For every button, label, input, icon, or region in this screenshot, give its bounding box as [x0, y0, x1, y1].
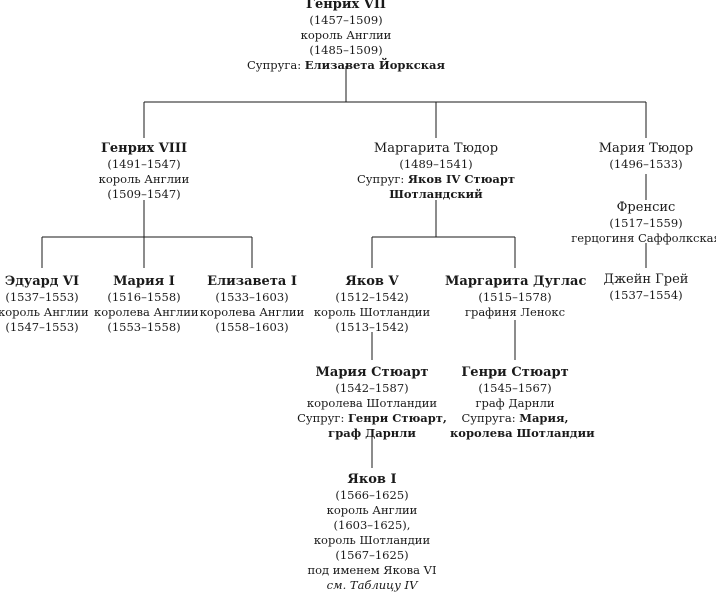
spouse-label: Супруга:	[461, 411, 520, 425]
reign-years: (1509–1547)	[107, 187, 181, 201]
tree-connectors	[41, 66, 647, 468]
node-edward-vi: Эдуард VI (1537–1553) король Англии (154…	[0, 274, 89, 335]
spouse-line: Супруга: Елизавета Йоркская	[226, 58, 466, 73]
spouse-name: Елизавета Йоркская	[304, 58, 445, 72]
node-margaret-douglas: Маргарита Дуглас (1515–1578) графиня Лен…	[445, 274, 587, 320]
person-name: Яков V	[345, 274, 399, 289]
spouse-line: Супруга: Мария,	[450, 411, 580, 426]
regnal-alias: под именем Якова VI	[307, 563, 437, 577]
node-henry-stuart: Генри Стюарт (1545–1567) граф Дарнли Суп…	[450, 365, 595, 441]
reign-years: (1547–1553)	[5, 320, 79, 334]
node-mary-i: Мария I (1516–1558) королева Англии (155…	[94, 274, 199, 335]
royal-title: королева Шотландии	[306, 396, 438, 410]
life-years: (1489–1541)	[399, 157, 473, 171]
person-name: Эдуард VI	[4, 274, 80, 289]
royal-title: граф Дарнли	[475, 396, 555, 410]
reign-years: (1603–1625),	[333, 518, 411, 532]
life-years: (1496–1533)	[609, 157, 683, 171]
spouse-name-cont: граф Дарнли	[328, 426, 416, 440]
royal-title: королева Англии	[199, 305, 305, 319]
node-mary-stuart: Мария Стюарт (1542–1587) королева Шотлан…	[297, 365, 447, 441]
person-name: Мария Стюарт	[315, 365, 429, 380]
life-years: (1491–1547)	[107, 157, 181, 171]
life-years: (1515–1578)	[478, 290, 552, 304]
royal-title-2: король Шотландии	[313, 533, 431, 547]
life-years: (1533–1603)	[215, 290, 289, 304]
node-james-i: Яков I (1566–1625) король Англии (1603–1…	[302, 472, 442, 593]
spouse-line: Супруг: Генри Стюарт,	[297, 411, 447, 426]
person-name: Генрих VIII	[100, 141, 188, 156]
node-henry-viii: Генрих VIII (1491–1547) король Англии (1…	[64, 141, 224, 202]
spouse-name: Генри Стюарт,	[347, 411, 447, 425]
spouse-line: Супруг: Яков IV Стюарт	[346, 172, 526, 187]
life-years: (1566–1625)	[335, 488, 409, 502]
royal-title: графиня Ленокс	[464, 305, 566, 319]
person-name: Елизавета I	[207, 274, 297, 289]
person-name: Мария I	[113, 274, 175, 289]
royal-title: король Англии	[326, 503, 418, 517]
node-mary-tudor: Мария Тюдор (1496–1533)	[576, 141, 716, 172]
person-name: Маргарита Тюдор	[373, 141, 499, 156]
spouse-name-cont: королева Шотландии	[450, 426, 595, 440]
reign-years: (1485–1509)	[309, 43, 383, 57]
life-years: (1517–1559)	[609, 216, 683, 230]
spouse-name: Яков IV Стюарт	[407, 172, 516, 186]
node-elizabeth-i: Елизавета I (1533–1603) королева Англии …	[198, 274, 306, 335]
royal-title: король Шотландии	[313, 305, 431, 319]
person-name: Джейн Грей	[603, 272, 689, 287]
node-james-v: Яков V (1512–1542) король Шотландии (151…	[307, 274, 437, 335]
spouse-name: Мария,	[519, 411, 569, 425]
life-years: (1542–1587)	[335, 381, 409, 395]
person-name: Маргарита Дуглас	[445, 274, 587, 289]
life-years: (1537–1553)	[5, 290, 79, 304]
node-henry-vii: Генрих VII (1457–1509) король Англии (14…	[226, 0, 466, 73]
life-years: (1512–1542)	[335, 290, 409, 304]
spouse-label: Супруг:	[356, 172, 408, 186]
person-name: Генри Стюарт	[461, 365, 569, 380]
royal-title: королева Англии	[94, 305, 199, 319]
life-years: (1537–1554)	[609, 288, 683, 302]
spouse-name-cont: Шотландский	[389, 187, 483, 201]
reign-years: (1553–1558)	[107, 320, 181, 334]
person-name: Яков I	[347, 472, 397, 487]
node-jane-grey: Джейн Грей (1537–1554)	[576, 272, 716, 303]
life-years: (1457–1509)	[309, 13, 383, 27]
royal-title: король Англии	[98, 172, 190, 186]
spouse-label: Супруг:	[297, 411, 348, 425]
node-margaret-tudor: Маргарита Тюдор (1489–1541) Супруг: Яков…	[346, 141, 526, 202]
person-name: Френсис	[616, 200, 676, 215]
reign-years: (1558–1603)	[215, 320, 289, 334]
life-years: (1545–1567)	[478, 381, 552, 395]
royal-title: король Англии	[300, 28, 392, 42]
node-frances: Френсис (1517–1559) герцогиня Саффолкска…	[571, 200, 716, 246]
reign-years-2: (1567–1625)	[335, 548, 409, 562]
life-years: (1516–1558)	[107, 290, 181, 304]
royal-title: король Англии	[0, 305, 89, 319]
reign-years: (1513–1542)	[335, 320, 409, 334]
person-name: Генрих VII	[305, 0, 387, 12]
table-reference-link[interactable]: см. Таблицу IV	[326, 578, 418, 592]
person-name: Мария Тюдор	[598, 141, 694, 156]
spouse-label: Супруга:	[247, 58, 305, 72]
royal-title: герцогиня Саффолкская	[571, 231, 716, 245]
